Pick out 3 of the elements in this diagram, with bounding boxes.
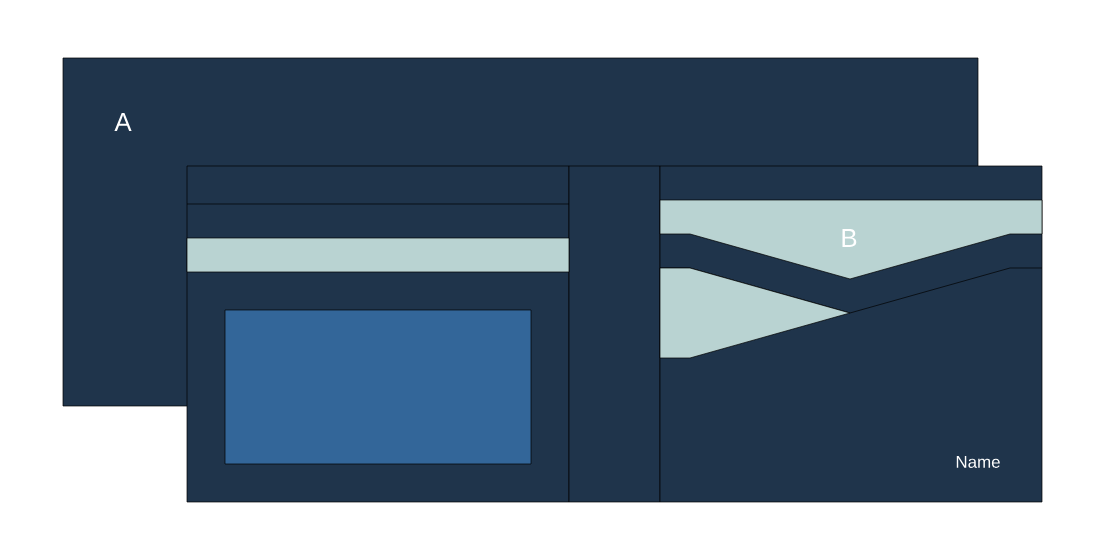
- name-label: Name: [956, 456, 1000, 468]
- card-pocket: B: [659, 199, 1043, 280]
- card-window: [224, 309, 532, 465]
